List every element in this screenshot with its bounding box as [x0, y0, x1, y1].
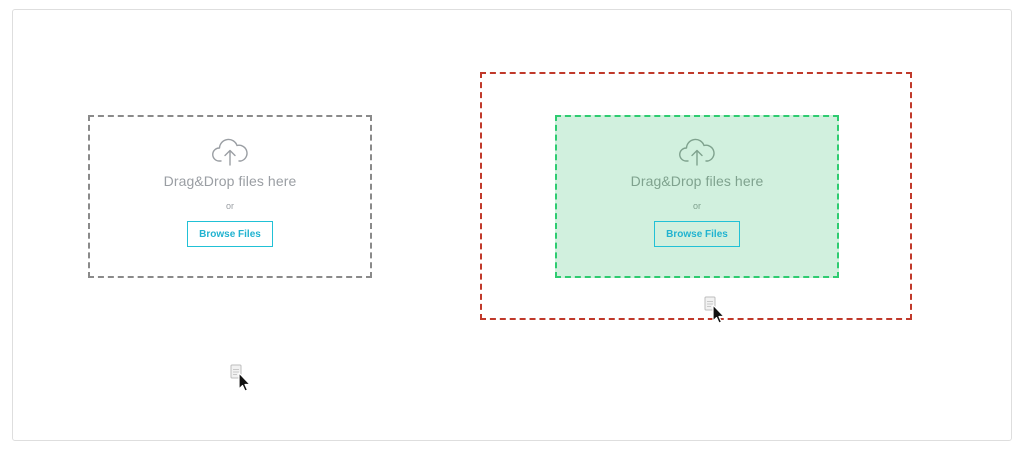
drop-title: Drag&Drop files here — [163, 173, 297, 189]
drop-title: Drag&Drop files here — [630, 173, 764, 189]
dropzone-drag-over[interactable]: Drag&Drop files here or Browse Files — [555, 115, 839, 278]
cloud-upload-icon — [679, 138, 715, 166]
drag-file-cursor-icon — [230, 364, 251, 392]
browse-files-button[interactable]: Browse Files — [187, 221, 273, 247]
browse-files-button[interactable]: Browse Files — [654, 221, 740, 247]
app-frame — [12, 9, 1012, 441]
or-separator: or — [225, 201, 234, 211]
outer-drop-target[interactable] — [480, 72, 912, 320]
drag-file-cursor-icon — [704, 296, 725, 324]
or-separator: or — [692, 201, 701, 211]
dropzone-idle[interactable]: Drag&Drop files here or Browse Files — [88, 115, 372, 278]
cloud-upload-icon — [212, 138, 248, 166]
